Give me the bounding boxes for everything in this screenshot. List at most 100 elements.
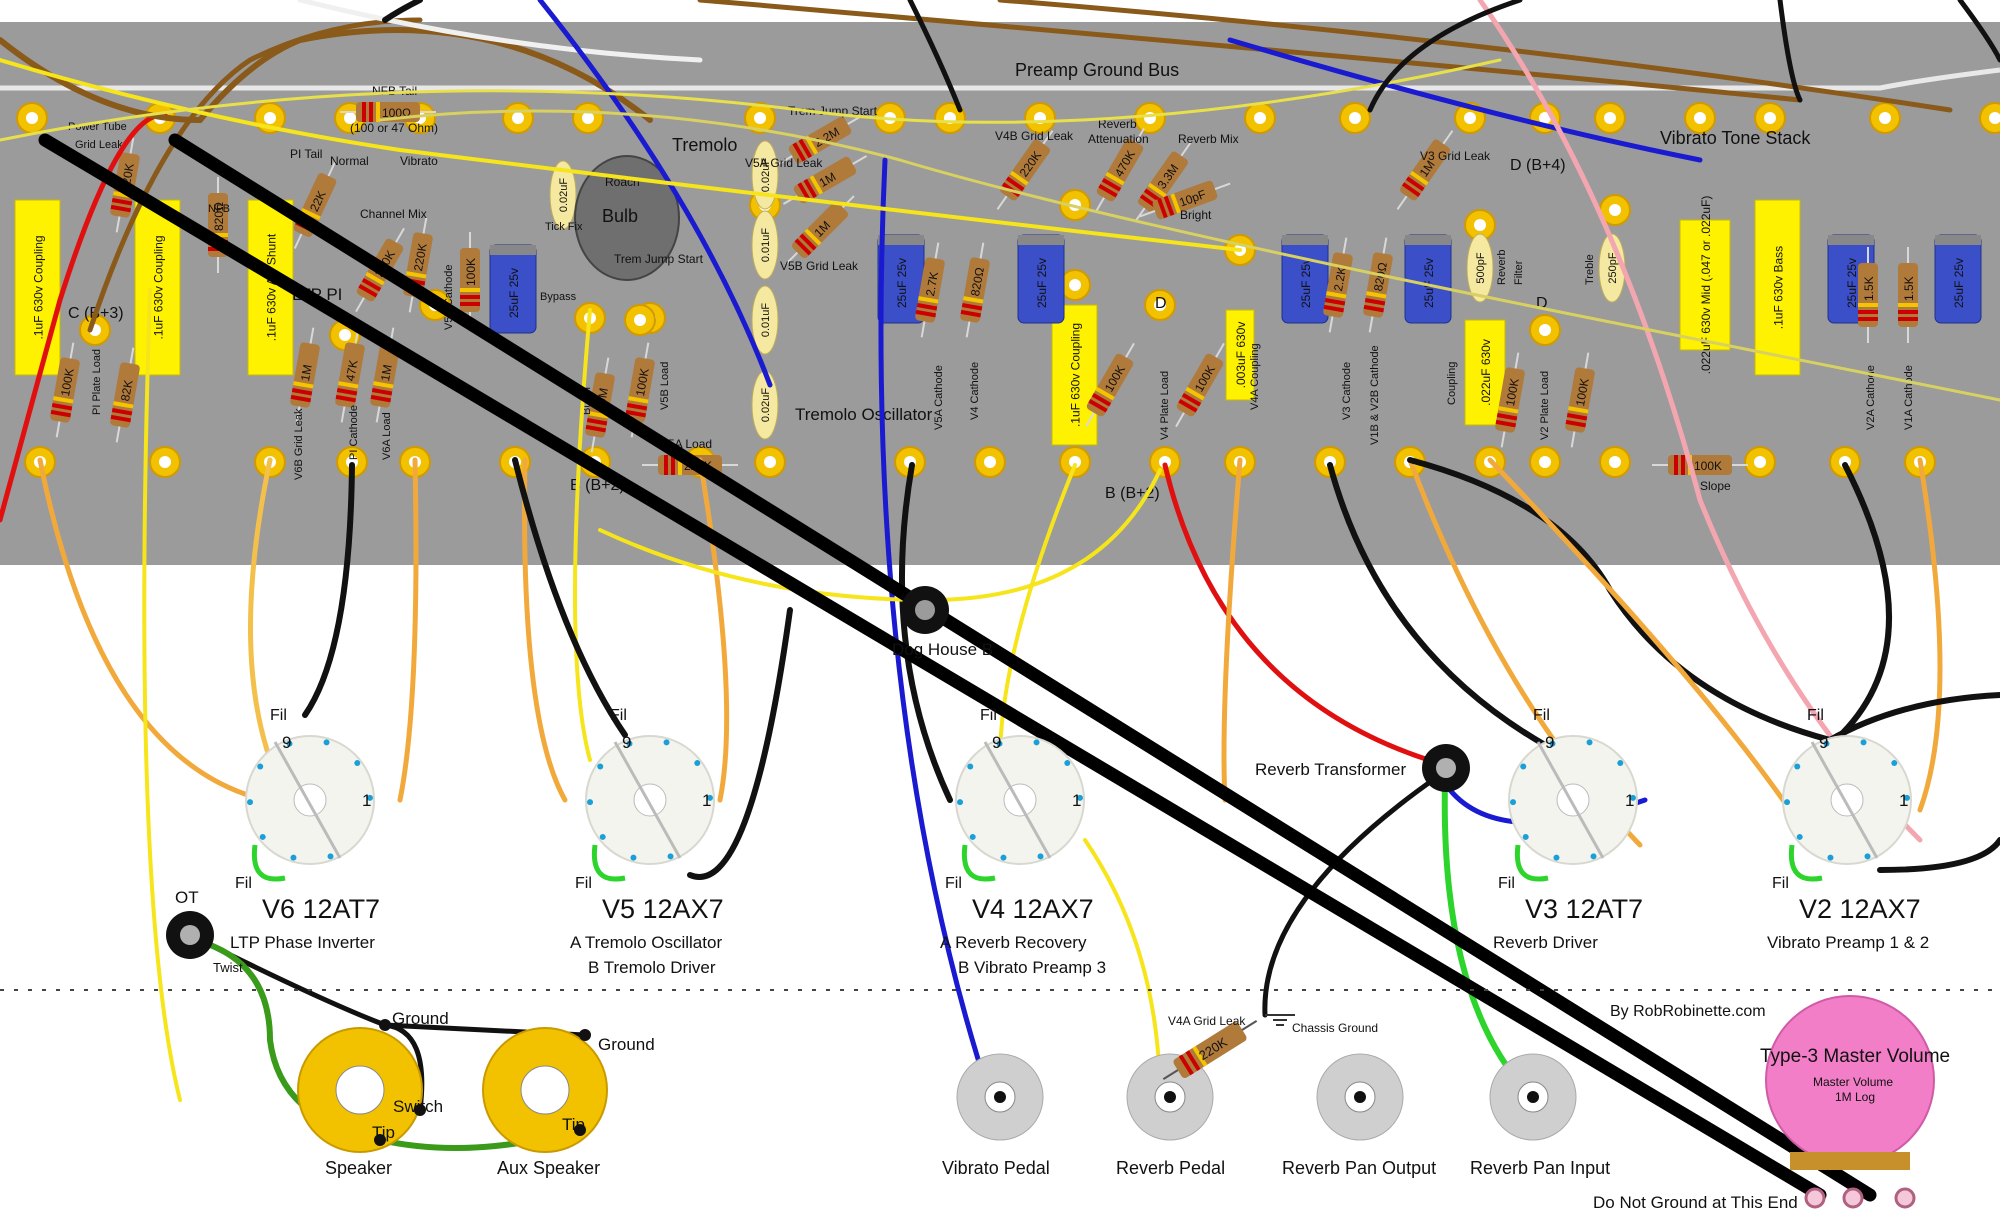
master-volume-sub1: Master Volume xyxy=(1813,1075,1893,1089)
small-cap: 0.01uF xyxy=(751,210,779,280)
electrolytic-cap: 25uF 25v xyxy=(1934,234,1982,324)
v4a-grid-leak-label: V4A Grid Leak xyxy=(1168,1014,1246,1028)
svg-text:2.7K: 2.7K xyxy=(923,271,941,298)
wire-orange-v6b xyxy=(248,457,275,768)
svg-text:47K: 47K xyxy=(343,359,360,382)
board-label-v4-plate: V4 Plate Load xyxy=(1159,371,1171,440)
board-label-trem-jump: Trem Jump Start xyxy=(788,104,878,118)
rca-jack-1[interactable] xyxy=(1126,1053,1214,1141)
tube-fil-bottom: Fil xyxy=(1498,875,1515,892)
eyelet-top-10 xyxy=(1024,102,1056,134)
dog-house-label: Dog House B xyxy=(892,640,993,659)
svg-text:25uF 25v: 25uF 25v xyxy=(1422,258,1436,308)
wire-red-reverb xyxy=(1162,462,1448,768)
rca-jack-3[interactable] xyxy=(1489,1053,1577,1141)
small-cap: 0.01uF xyxy=(751,285,779,355)
reverb-pan-output-label: Reverb Pan Output xyxy=(1282,1158,1436,1178)
board-label-v2-plate: V2 Plate Load xyxy=(1539,371,1551,440)
cable-shield-1 xyxy=(38,133,1827,1202)
vibrato-pedal-label: Vibrato Pedal xyxy=(942,1158,1050,1178)
v4a-grid-leak-resistor: 220K xyxy=(1162,1020,1258,1080)
resistor: 47K xyxy=(335,327,365,423)
wire-yellow-3 xyxy=(378,109,2000,402)
ground-bus xyxy=(0,67,2000,91)
tube-fil-top: Fil xyxy=(1533,707,1550,724)
eyelet-top-7 xyxy=(744,102,776,134)
svg-text:82K: 82K xyxy=(118,379,135,402)
svg-text:500pF: 500pF xyxy=(1475,252,1487,283)
board-label-v5b-load: V5B Load xyxy=(659,362,671,410)
eyelet-top-13 xyxy=(1339,102,1371,134)
resistor: 1M xyxy=(1396,130,1454,210)
board-label-channel-mix: Channel Mix xyxy=(360,207,427,221)
svg-text:25uF 25v: 25uF 25v xyxy=(507,268,521,318)
board-label-pi-tail: PI Tail xyxy=(290,147,322,161)
tube-name: V2 12AX7 xyxy=(1799,894,1921,924)
wire-black-v4 xyxy=(898,462,953,803)
master-volume-sub2: 1M Log xyxy=(1835,1090,1875,1104)
eyelet-mid-11 xyxy=(1599,194,1631,226)
tube-pin9: 9 xyxy=(1819,733,1828,752)
board-label-pt-grid-leak-b: Grid Leak xyxy=(75,139,123,151)
tube-pin1: 1 xyxy=(1072,791,1081,810)
svg-text:100K: 100K xyxy=(464,258,478,286)
rca-jack-2[interactable] xyxy=(1316,1053,1404,1141)
board-label-v6b-grid: V6B Grid Leak xyxy=(293,408,305,480)
wire-yellow-2 xyxy=(0,58,1502,142)
tube-pin1: 1 xyxy=(1899,791,1908,810)
eyelet-bottom-9 xyxy=(894,446,926,478)
tube-name: V5 12AX7 xyxy=(602,894,724,924)
resistor: 1.5K xyxy=(1858,247,1878,343)
board-label-trem-osc: Tremolo Oscillator xyxy=(795,405,933,424)
resistor: 1.5K xyxy=(1898,247,1918,343)
svg-text:1M: 1M xyxy=(378,363,395,382)
wire-orange-v6a xyxy=(37,457,268,803)
eyelet-bottom-11 xyxy=(1059,446,1091,478)
resistor: 820Ω xyxy=(1363,237,1393,333)
eyelet-top-19 xyxy=(1869,102,1901,134)
svg-text:25uF 25v: 25uF 25v xyxy=(1299,258,1313,308)
tube-pin9: 9 xyxy=(992,733,1001,752)
eyelet-board xyxy=(0,22,2000,565)
coupling-cap: .022uF 630v Mid (.047 or .022uF) xyxy=(1679,196,1731,375)
eyelet-top-11 xyxy=(1134,102,1166,134)
board-label-tremolo: Tremolo xyxy=(672,135,737,155)
board-label-v3-cath: V3 Cathode xyxy=(1341,362,1353,420)
tube-desc1: A Tremolo Oscillator xyxy=(570,933,722,952)
small-cap: 0.02uF xyxy=(549,160,577,230)
svg-text:100K: 100K xyxy=(58,367,77,397)
svg-text:0.01uF: 0.01uF xyxy=(760,228,772,263)
svg-text:25uF 25v: 25uF 25v xyxy=(1035,258,1049,308)
tube-desc1: Vibrato Preamp 1 & 2 xyxy=(1767,933,1929,952)
reverb-pedal-label: Reverb Pedal xyxy=(1116,1158,1225,1178)
eyelet-bottom-14 xyxy=(1314,446,1346,478)
board-label-slope: Slope xyxy=(1700,479,1731,493)
svg-text:100K: 100K xyxy=(1503,377,1522,407)
resistor: 1M xyxy=(785,195,855,265)
wire-black-v6 xyxy=(302,462,355,718)
tube-fil-bottom: Fil xyxy=(945,875,962,892)
speaker-jack[interactable] xyxy=(297,1027,423,1153)
svg-text:2.2K: 2.2K xyxy=(1331,266,1349,293)
wire-black-chassis xyxy=(1262,772,1443,1018)
svg-text:.022uF 630v Mid (.047 or .022u: .022uF 630v Mid (.047 or .022uF) xyxy=(1699,196,1713,375)
pot-lugs xyxy=(1804,1187,1916,1209)
rca-jack-0[interactable] xyxy=(956,1053,1044,1141)
board-label-bright: Bright xyxy=(1180,208,1212,222)
board-label-v1b-v2b: V1B & V2B Cathode xyxy=(1369,345,1381,445)
aux-speaker-jack[interactable] xyxy=(482,1027,608,1153)
svg-text:25uF 25v: 25uF 25v xyxy=(895,258,909,308)
tube-fil-top: Fil xyxy=(980,707,997,724)
cable-shield-2 xyxy=(168,133,1877,1202)
board-label-bypass-a: Bypass xyxy=(540,291,577,303)
board-label-treble: Treble xyxy=(1584,254,1596,285)
